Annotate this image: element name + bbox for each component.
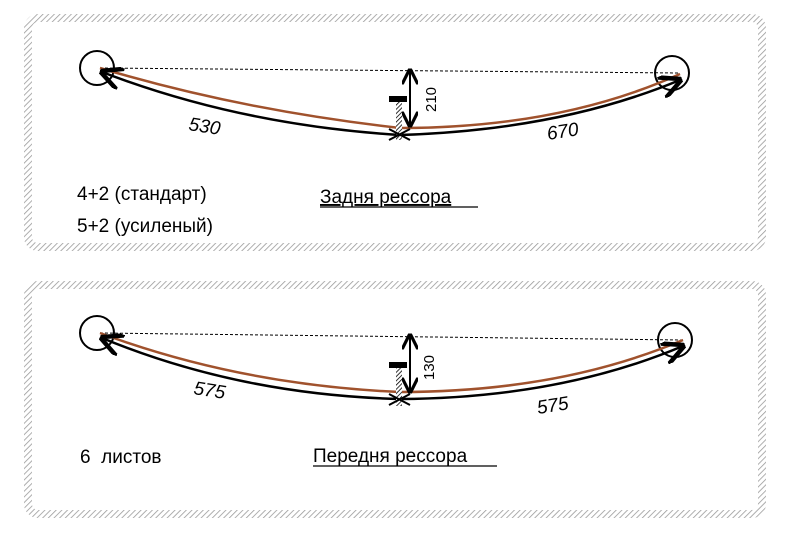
bolt-stem-icon: [396, 102, 402, 140]
right-length-label: 575: [535, 393, 570, 419]
front-spring-panel: 130 575 575 6 листов Передня рессора: [24, 281, 766, 518]
rear-spring-title: Задня рессора: [320, 187, 452, 208]
left-length-label: 575: [192, 378, 227, 404]
clamp-mark-icon: [388, 128, 411, 141]
height-label: 210: [423, 87, 440, 112]
bolt-head-icon: [389, 362, 407, 368]
variant-reinforced: 5+2 (усиленый): [77, 216, 213, 237]
height-label: 130: [421, 355, 438, 380]
front-spring-title: Передня рессора: [313, 446, 468, 467]
rear-spring-panel: 210 530 670 4+2 (стандарт) 5+2 (усиленый…: [24, 14, 766, 251]
left-length-label: 530: [187, 114, 222, 140]
bolt-stem-icon: [396, 368, 402, 406]
variant-standard: 4+2 (стандарт): [77, 184, 207, 205]
right-length-label: 670: [545, 119, 580, 145]
bolt-head-icon: [389, 96, 407, 102]
clamp-mark-icon: [388, 393, 411, 406]
leaf-count: 6 листов: [80, 447, 161, 468]
